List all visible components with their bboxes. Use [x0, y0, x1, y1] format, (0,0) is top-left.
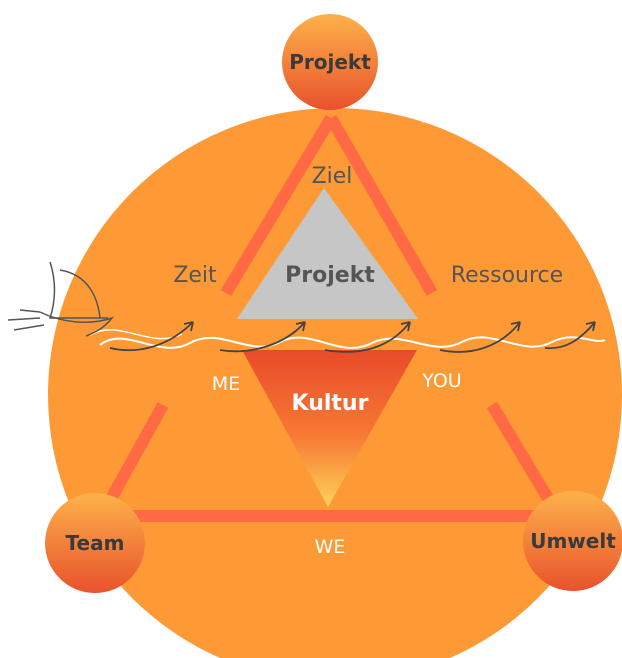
water-wave — [99, 336, 606, 349]
node-projekt — [282, 14, 378, 110]
label-we: WE — [315, 536, 346, 558]
sailboat-icon — [7, 261, 115, 337]
ghost-subline: (AND LET SUND IT GO) — [420, 112, 559, 125]
flow-arrows — [109, 321, 596, 353]
node-team-label: Team — [66, 531, 125, 555]
node-umwelt — [523, 491, 622, 591]
node-umwelt-label: Umwelt — [530, 529, 616, 553]
label-project-center: Projekt — [285, 263, 375, 288]
label-me: ME — [212, 373, 240, 395]
project-triangle — [237, 188, 418, 319]
outer-edge-right-lower — [486, 401, 564, 519]
label-you: YOU — [421, 370, 461, 392]
label-ziel: Ziel — [312, 164, 353, 189]
label-zeit: Zeit — [173, 263, 217, 288]
node-team — [45, 493, 145, 593]
label-kultur: Kultur — [292, 391, 369, 416]
outer-edge-left-upper — [220, 114, 337, 297]
ghost-headline: CONSERVE WATER. — [382, 67, 617, 92]
label-ressource: Ressource — [451, 263, 563, 288]
node-projekt-label: Projekt — [289, 50, 371, 74]
outer-edge-right-upper — [325, 115, 438, 296]
kultur-triangle — [242, 350, 417, 507]
